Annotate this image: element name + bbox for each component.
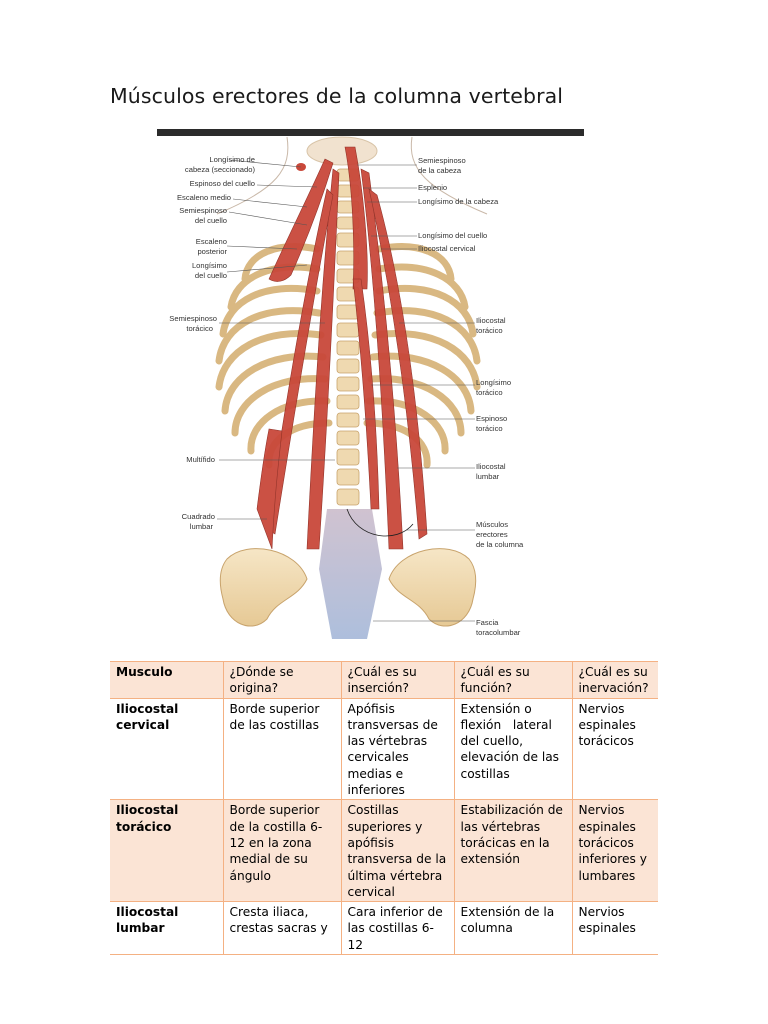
label-fascia-2: toracolumbar bbox=[476, 628, 521, 637]
anatomy-illustration: Longísimo de cabeza (seccionado) Espinos… bbox=[157, 129, 584, 644]
cell-function: Estabilización de las vértebras torácica… bbox=[454, 799, 573, 903]
label-escaleno-posterior-1: Escaleno bbox=[196, 237, 227, 246]
cell-insertion: Costillas superiores y apófisis transver… bbox=[341, 799, 455, 903]
label-longisimo-cuello: Longísimo del cuello bbox=[418, 231, 487, 240]
muscles-table: Musculo ¿Dónde se origina? ¿Cuál es su i… bbox=[110, 661, 658, 956]
header-musculo: Musculo bbox=[110, 661, 224, 699]
label-cuadrado-lumbar-2: lumbar bbox=[190, 522, 214, 531]
pelvis-left bbox=[219, 548, 308, 627]
label-erectores-1: Músculos bbox=[476, 520, 508, 529]
label-espinoso-toracico-1: Espinoso bbox=[476, 414, 507, 423]
pelvis-right bbox=[388, 548, 477, 627]
label-semiespinoso-cuello-1: Semiespinoso bbox=[179, 206, 227, 215]
table-header-row: Musculo ¿Dónde se origina? ¿Cuál es su i… bbox=[110, 661, 658, 699]
header-funcion: ¿Cuál es su función? bbox=[454, 661, 573, 699]
cell-origin: Borde superior de las costillas bbox=[223, 698, 342, 800]
cell-insertion: Apófisis transversas de las vértebras ce… bbox=[341, 698, 455, 800]
label-espinoso-toracico-2: torácico bbox=[476, 424, 503, 433]
label-iliocostal-toracico-1: Iliocostal bbox=[476, 316, 506, 325]
label-longisimo-cuello-1: Longísimo bbox=[192, 261, 227, 270]
label-escaleno-posterior-2: posterior bbox=[197, 247, 227, 256]
label-semiespinoso-cuello-2: del cuello bbox=[195, 216, 227, 225]
table-row: Iliocostal torácico Borde superior de la… bbox=[110, 799, 658, 903]
label-longisimo-cuello-2: del cuello bbox=[195, 271, 227, 280]
label-semiespinoso-toracico-2: torácico bbox=[186, 324, 213, 333]
label-iliocostal-toracico-2: torácico bbox=[476, 326, 503, 335]
cell-muscle: Iliocostal cervical bbox=[110, 698, 224, 800]
label-longisimo-cabeza-2: cabeza (seccionado) bbox=[185, 165, 256, 174]
fascia-toracolumbar bbox=[319, 509, 382, 639]
header-inervacion: ¿Cuál es su inervación? bbox=[572, 661, 658, 699]
label-escaleno-medio: Escaleno medio bbox=[177, 193, 231, 202]
label-erectores-2: erectores bbox=[476, 530, 508, 539]
table-row: Iliocostal cervical Borde superior de la… bbox=[110, 698, 658, 800]
cell-origin: Borde superior de la costilla 6-12 en la… bbox=[223, 799, 342, 903]
muscles-right bbox=[344, 146, 428, 550]
cell-innervation: Nervios espinales bbox=[572, 901, 658, 956]
label-esplenio: Esplenio bbox=[418, 183, 447, 192]
cell-muscle: Iliocostal lumbar bbox=[110, 901, 224, 956]
label-erectores-3: de la columna bbox=[476, 540, 524, 549]
label-iliocostal-lumbar-2: lumbar bbox=[476, 472, 500, 481]
label-semiespinoso-cabeza-1: Semiespinoso bbox=[418, 156, 466, 165]
document-title: Músculos erectores de la columna vertebr… bbox=[110, 84, 564, 108]
muscles-left bbox=[256, 158, 340, 550]
label-iliocostal-lumbar-1: Iliocostal bbox=[476, 462, 506, 471]
table-row: Iliocostal lumbar Cresta iliaca, crestas… bbox=[110, 901, 658, 956]
label-longisimo-cabeza: Longísimo de la cabeza bbox=[418, 197, 499, 206]
label-semiespinoso-cabeza-2: de la cabeza bbox=[418, 166, 462, 175]
label-espinoso-cuello: Espinoso del cuello bbox=[190, 179, 255, 188]
cell-origin: Cresta iliaca, crestas sacras y bbox=[223, 901, 342, 956]
label-iliocostal-cervical: Iliocostal cervical bbox=[418, 244, 476, 253]
label-longisimo-cabeza-1: Longísimo de bbox=[209, 155, 255, 164]
cell-innervation: Nervios espinales torácicos bbox=[578, 701, 636, 749]
back-muscles-drawing: Longísimo de cabeza (seccionado) Espinos… bbox=[169, 136, 524, 639]
header-origen: ¿Dónde se origina? bbox=[223, 661, 342, 699]
label-fascia-1: Fascia bbox=[476, 618, 499, 627]
cell-innervation: Nervios espinales torácicos inferiores y… bbox=[572, 799, 658, 903]
cell-insertion: Cara inferior de las costillas 6-12 bbox=[341, 901, 455, 956]
figure-top-border bbox=[157, 129, 584, 136]
cell-muscle: Iliocostal torácico bbox=[110, 799, 224, 903]
label-semiespinoso-toracico-1: Semiespinoso bbox=[169, 314, 217, 323]
label-cuadrado-lumbar-1: Cuadrado bbox=[182, 512, 215, 521]
header-insercion: ¿Cuál es su inserción? bbox=[341, 661, 455, 699]
cell-function: Extensión de la columna bbox=[454, 901, 573, 956]
cell-function: Extensión o flexión lateral del cuello, … bbox=[454, 698, 573, 800]
label-multifido: Multífido bbox=[186, 455, 215, 464]
label-longisimo-toracico-2: torácico bbox=[476, 388, 503, 397]
label-longisimo-toracico-1: Longísimo bbox=[476, 378, 511, 387]
